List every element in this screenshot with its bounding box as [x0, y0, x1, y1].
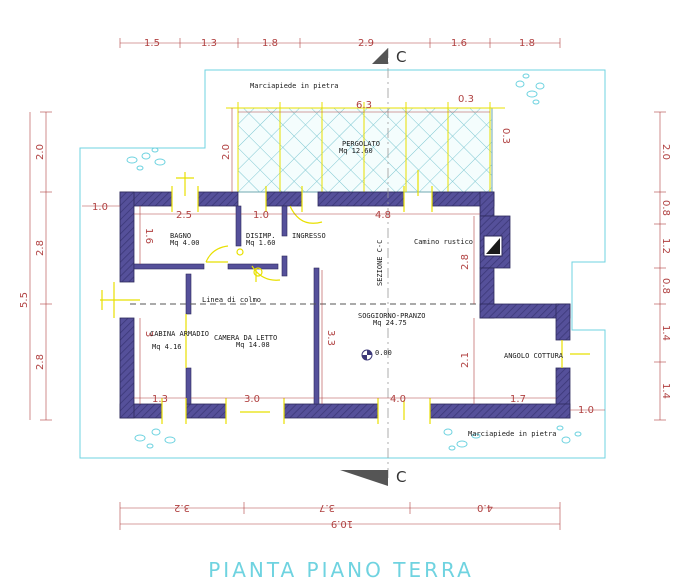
fireplace-label: Camino rustico	[414, 238, 473, 246]
dim-inner-11: 2.8	[460, 254, 471, 270]
sidewalk-top-label: Marciapiede in pietra	[250, 82, 339, 90]
dim-right-2: 0.8	[660, 200, 671, 216]
room-soggiorno: SOGGIORNO-PRANZO	[358, 312, 425, 320]
room-bagno-area: Mq 4.00	[170, 239, 200, 247]
room-soggiorno-area: Mq 24.75	[373, 319, 407, 327]
door-window-symbols	[100, 170, 590, 424]
dim-top-2: 1.3	[201, 38, 217, 49]
dim-left-1: 2.0	[35, 144, 46, 160]
section-mark-top: C	[396, 48, 406, 66]
dim-right-4: 0.8	[660, 278, 671, 294]
room-cabina-area: Mq 4.16	[152, 343, 182, 351]
room-bagno: BAGNO	[170, 232, 191, 240]
dim-inner-10: 3.3	[325, 330, 336, 346]
room-pergolato: PERGOLATO	[342, 140, 380, 148]
dim-right-1: 2.0	[660, 144, 671, 160]
dim-top-1: 1.5	[144, 38, 160, 49]
section-mark-bottom: C	[396, 468, 406, 486]
dim-inner-18: 2.0	[221, 144, 232, 160]
dim-bottom-3: 4.0	[477, 502, 493, 513]
dim-inner-3: 1.0	[253, 210, 269, 221]
dim-top-4: 2.9	[358, 38, 374, 49]
dim-right-5: 1.4	[660, 325, 671, 341]
sidewalk-bottom-label: Marciapiede in pietra	[468, 430, 557, 438]
dim-inner-14: 3.0	[244, 394, 260, 405]
sidewalk-outline	[79, 69, 606, 459]
room-camera-area: Mq 14.08	[236, 341, 270, 349]
room-disimp-area: Mq 1.60	[246, 239, 276, 247]
stone-decorations	[126, 73, 582, 451]
room-disimp: DISIMP.	[246, 232, 276, 240]
dim-inner-8: 1.6	[143, 228, 154, 244]
room-angolo: ANGOLO COTTURA	[504, 352, 564, 360]
level-value: 0.00	[375, 349, 392, 357]
dim-inner-17: 1.0	[578, 405, 594, 416]
room-camera: CAMERA DA LETTO	[214, 334, 277, 342]
section-arrow-bottom	[340, 470, 388, 486]
section-vertical-label: SEZIONE C-C	[376, 240, 384, 286]
dim-bottom-2: 3.7	[319, 502, 335, 513]
dim-inner-15: 4.0	[390, 394, 406, 405]
dim-inner-1: 1.0	[92, 202, 108, 213]
dim-top-6: 1.8	[519, 38, 535, 49]
dim-left-total: 5.5	[19, 292, 30, 308]
dim-top-3: 1.8	[262, 38, 278, 49]
dim-inner-2: 2.5	[176, 210, 192, 221]
room-pergolato-area: Mq 12.60	[339, 147, 373, 155]
dim-left-2: 2.8	[35, 240, 46, 256]
dimension-lines	[29, 38, 666, 530]
dim-inner-5: 6.3	[356, 100, 372, 111]
dim-inner-12: 2.1	[460, 352, 471, 368]
dim-right-6: 1.4	[660, 383, 671, 399]
fireplace	[483, 235, 503, 257]
dim-inner-13: 1.3	[152, 394, 168, 405]
room-ingresso: INGRESSO	[292, 232, 326, 240]
dim-right-3: 1.2	[660, 238, 671, 254]
exterior-walls	[119, 191, 571, 419]
dim-inner-9: 3	[143, 331, 154, 337]
section-line-label: Linea di colmo	[202, 296, 261, 304]
dim-inner-4: 4.8	[375, 210, 391, 221]
section-arrow-top	[372, 48, 388, 64]
level-marker-icon	[361, 349, 373, 361]
dim-inner-6: 0.3	[458, 94, 474, 105]
dim-top-5: 1.6	[451, 38, 467, 49]
room-cabina: CABINA ARMADIO	[150, 330, 209, 338]
dim-inner-16: 1.7	[510, 394, 526, 405]
dim-left-3: 2.8	[35, 354, 46, 370]
dim-inner-7: 0.3	[500, 128, 511, 144]
dim-total: 10.9	[331, 518, 353, 529]
dim-bottom-1: 3.2	[174, 502, 190, 513]
page-title: PIANTA PIANO TERRA	[208, 558, 474, 582]
interior-walls	[133, 205, 320, 405]
